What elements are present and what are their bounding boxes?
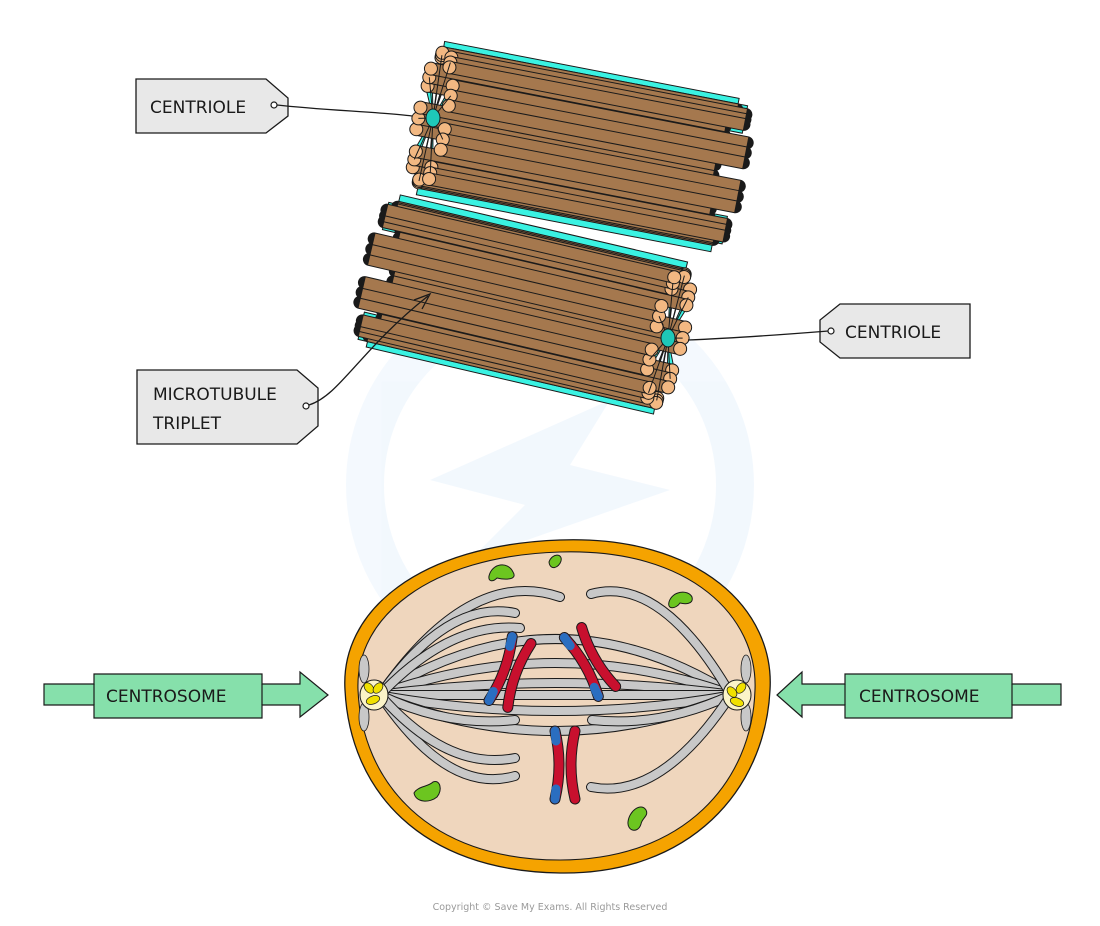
microtubule bbox=[385, 204, 676, 283]
microtubule-end bbox=[661, 380, 676, 395]
leader-arrow bbox=[308, 295, 429, 406]
spoke bbox=[432, 62, 451, 119]
chromosome-tip bbox=[505, 632, 517, 651]
pin-icon bbox=[302, 402, 310, 410]
microtubule bbox=[360, 287, 651, 365]
microtubule bbox=[368, 254, 658, 332]
centriole-label-bottom-text: CENTRIOLE bbox=[845, 323, 941, 343]
spindle-fibre bbox=[587, 691, 735, 793]
chromosome-tip bbox=[550, 726, 561, 746]
chromatid bbox=[566, 726, 580, 804]
centrosome-arrow-right: CENTROSOME bbox=[776, 670, 1062, 719]
chromatid bbox=[577, 623, 621, 691]
spoke bbox=[418, 117, 434, 182]
dividing-cell bbox=[344, 539, 771, 874]
spoke bbox=[432, 55, 443, 119]
microtubule bbox=[443, 123, 741, 192]
centrosome-left bbox=[358, 654, 389, 732]
spindle-fibre bbox=[374, 679, 737, 699]
centrosome-arrow-left: CENTROSOME bbox=[43, 670, 329, 719]
spindle-fibre bbox=[587, 587, 735, 699]
microtubule-label-line1: MICROTUBULE bbox=[153, 385, 277, 405]
spoke bbox=[656, 337, 669, 401]
pin-icon bbox=[827, 327, 835, 335]
chromosomes bbox=[483, 622, 622, 805]
spindle-fibre bbox=[374, 691, 737, 715]
spindle-fibre bbox=[376, 691, 519, 765]
centriole-bottom bbox=[353, 194, 698, 415]
spoke bbox=[648, 337, 669, 393]
leader-line bbox=[276, 104, 413, 117]
microtubule-end bbox=[423, 61, 438, 76]
organelles bbox=[413, 554, 693, 831]
chromosome-tip bbox=[589, 682, 603, 701]
centrosome-right bbox=[722, 654, 752, 732]
microtubule bbox=[451, 80, 749, 149]
chromatid bbox=[503, 638, 536, 712]
microtubule-end bbox=[433, 142, 448, 157]
microtubule bbox=[391, 276, 682, 355]
chromosome bbox=[483, 631, 537, 713]
chromosome bbox=[549, 725, 581, 805]
microtubule-end bbox=[441, 98, 456, 113]
spoke bbox=[667, 275, 685, 339]
microtubule-end bbox=[422, 171, 437, 186]
arrowhead-icon bbox=[413, 292, 432, 310]
centriole-top bbox=[405, 40, 754, 253]
microtubule-end bbox=[644, 342, 659, 357]
microtubule-label-line2: TRIPLET bbox=[152, 414, 222, 434]
spindle-fibre bbox=[374, 635, 737, 699]
centriole-label-top: CENTRIOLE bbox=[135, 78, 413, 134]
microtubule bbox=[363, 277, 653, 356]
microtubule-end bbox=[667, 270, 682, 285]
chromosome-tip bbox=[484, 686, 498, 706]
microtubule bbox=[372, 233, 663, 312]
microtubule bbox=[448, 62, 746, 130]
microtubule bbox=[447, 100, 745, 169]
microtubule-end bbox=[642, 380, 657, 395]
microtubule bbox=[361, 315, 651, 394]
spindle-fibre bbox=[588, 691, 735, 726]
cytoplasm bbox=[357, 551, 756, 861]
chromosome-tip bbox=[550, 784, 561, 804]
spindle-fibres bbox=[373, 586, 738, 794]
microtubule-triplet-label: MICROTUBULE TRIPLET bbox=[136, 292, 432, 445]
chromosome-tip bbox=[559, 633, 575, 651]
pin-icon bbox=[270, 101, 278, 109]
copyright-notice: Copyright © Save My Exams. All Rights Re… bbox=[433, 902, 668, 913]
centriole-hub bbox=[660, 328, 676, 348]
spindle-fibre bbox=[376, 691, 519, 726]
centrosome-label-left: CENTROSOME bbox=[106, 687, 227, 707]
chromosome bbox=[558, 622, 622, 702]
microtubule bbox=[370, 243, 661, 322]
spindle-fibre bbox=[374, 659, 737, 699]
microtubule bbox=[439, 144, 737, 213]
leader-line bbox=[687, 330, 829, 341]
centrosome-label-right: CENTROSOME bbox=[859, 687, 980, 707]
microtubule bbox=[419, 102, 717, 171]
centriole-label-bottom: CENTRIOLE bbox=[687, 303, 971, 359]
spindle-fibre bbox=[376, 623, 524, 699]
centriole-label-top-text: CENTRIOLE bbox=[150, 98, 246, 118]
microtubule-end bbox=[413, 100, 428, 115]
microtubule bbox=[428, 173, 725, 242]
microtubule-end bbox=[654, 298, 669, 313]
microtubule bbox=[441, 134, 739, 202]
microtubule bbox=[449, 90, 747, 159]
microtubule-end bbox=[442, 60, 457, 75]
centriole-hub bbox=[425, 108, 441, 128]
microtubule-end bbox=[673, 341, 688, 356]
